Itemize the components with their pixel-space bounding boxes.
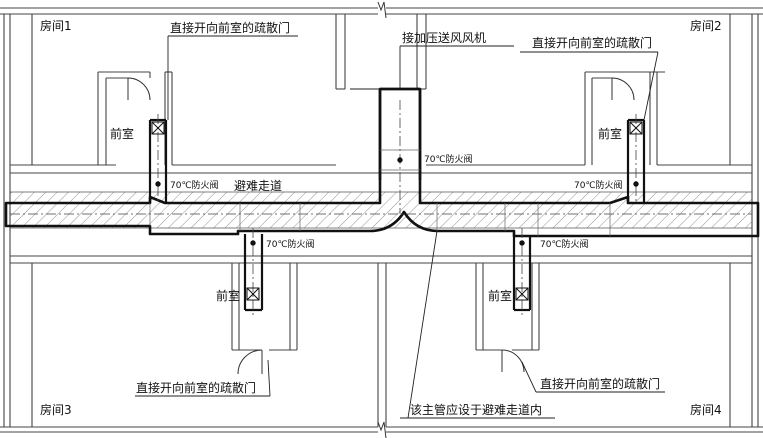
duct-joints (149, 149, 611, 236)
anteroom-label-bottom-left: 前室 (216, 288, 240, 303)
break-marks (377, 1, 387, 438)
door-label-top-right: 直接开向前室的疏散门 (532, 35, 652, 50)
fire-dampers (155, 157, 639, 246)
damper-label-bottom-left: 70℃防火阀 (266, 238, 315, 250)
fan-label: 接加压送风风机 (402, 30, 486, 45)
door-label-bottom-left: 直接开向前室的疏散门 (136, 380, 256, 395)
leader-lines (135, 35, 665, 419)
main-air-duct (4, 87, 760, 238)
damper-label-center: 70℃防火阀 (424, 153, 473, 165)
damper-label-top-right: 70℃防火阀 (574, 179, 623, 191)
door-label-top-left: 直接开向前室的疏散门 (170, 20, 290, 35)
room-4-label: 房间4 (690, 402, 722, 417)
anteroom-label-top-right: 前室 (598, 126, 622, 141)
anteroom-label-bottom-right: 前室 (488, 288, 512, 303)
air-outlets (151, 121, 643, 301)
room-1-label: 房间1 (40, 18, 72, 33)
door-label-bottom-right: 直接开向前室的疏散门 (540, 376, 660, 391)
room-2-label: 房间2 (690, 18, 722, 33)
door-swings (127, 77, 635, 375)
room-3-label: 房间3 (40, 402, 72, 417)
main-duct-note: 该主管应设于避难走道内 (410, 402, 542, 417)
anteroom-label-top-left: 前室 (110, 126, 134, 141)
corridor-label: 避难走道 (234, 179, 282, 193)
damper-label-bottom-right: 70℃防火阀 (540, 238, 589, 250)
damper-label-top-left: 70℃防火阀 (170, 179, 219, 191)
